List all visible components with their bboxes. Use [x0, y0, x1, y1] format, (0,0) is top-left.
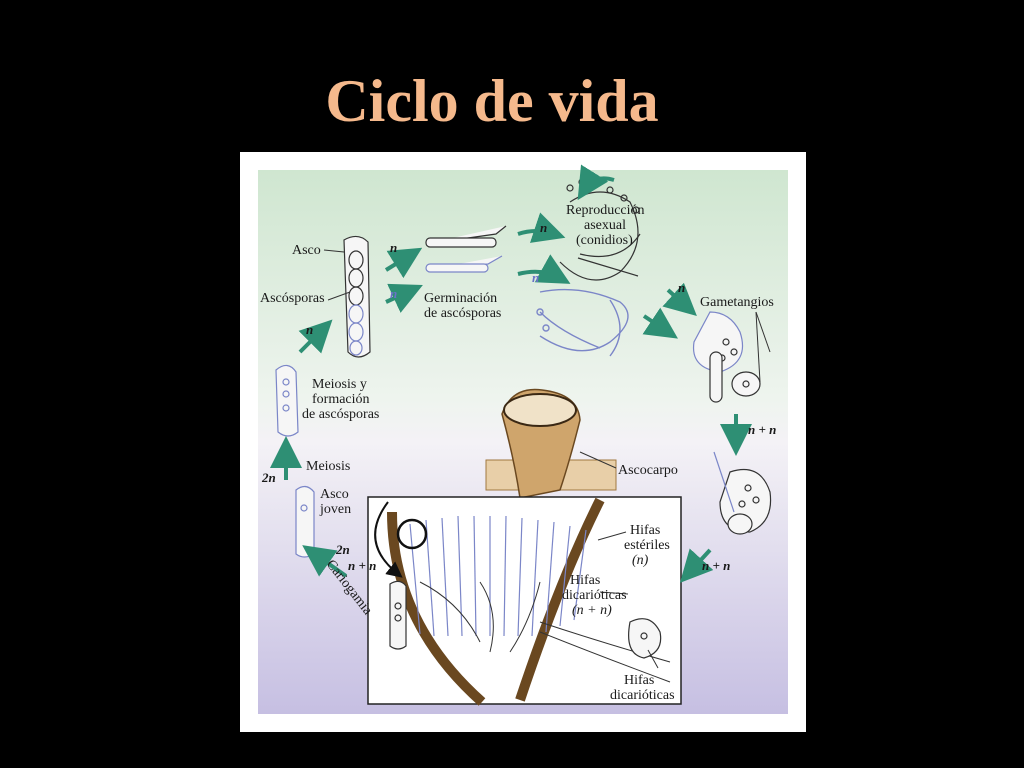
ploidy-n-plus-n-1: n + n	[748, 422, 776, 437]
label-hifas-dicarioticas-2: dicarióticas	[562, 588, 627, 603]
asco-joven-illustration	[295, 485, 315, 558]
ascocarpo-section-box	[367, 496, 682, 706]
label-meiosis-y-1: Meiosis y	[312, 377, 367, 392]
label-reproduccion-1: Reproducción	[566, 203, 645, 218]
germinating-hyphae	[536, 288, 629, 357]
label-hifas-esteriles-2: estériles	[624, 538, 670, 553]
ploidy-n-6: n	[306, 322, 313, 337]
ploidy-2n-2: 2n	[335, 542, 350, 557]
label-hifas-dicarioticas-b2: dicarióticas	[610, 688, 675, 703]
top-hyphae	[425, 225, 507, 273]
label-meiosis: Meiosis	[306, 459, 350, 474]
ploidy-n-2: n	[390, 286, 397, 301]
plasmogamy-illustration	[713, 451, 772, 535]
ploidy-2n-1: 2n	[261, 470, 276, 485]
ploidy-n-plus-n-3: n + n	[348, 558, 376, 573]
asco-illustration	[343, 235, 371, 358]
ploidy-n-4: n	[532, 270, 539, 285]
life-cycle-figure: n n n n n n n + n n + n n + n 2n 2n Asco…	[240, 152, 806, 732]
label-asco-joven-2: joven	[319, 502, 351, 517]
label-hifas-dicarioticas-b1: Hifas	[624, 673, 654, 688]
ploidy-n-5: n	[678, 280, 685, 295]
ploidy-n-1: n	[390, 240, 397, 255]
label-meiosis-y-2: formación	[312, 392, 370, 407]
slide-title: Ciclo de vida	[325, 68, 659, 134]
label-hifas-dicarioticas-3: (n + n)	[572, 603, 612, 618]
label-meiosis-y-3: de ascósporas	[302, 407, 379, 422]
cycle-arrows	[270, 164, 752, 583]
label-hifas-dicarioticas-1: Hifas	[570, 573, 600, 588]
label-hifas-esteriles-1: Hifas	[630, 523, 660, 538]
label-asco: Asco	[292, 243, 321, 258]
label-hifas-esteriles-3: (n)	[632, 553, 649, 568]
label-reproduccion-3: (conidios)	[576, 233, 633, 248]
gametangios-illustration	[692, 311, 761, 403]
ploidy-n-3: n	[540, 220, 547, 235]
ploidy-n-plus-n-2: n + n	[702, 558, 730, 573]
label-germinacion-1: Germinación	[424, 291, 497, 306]
label-germinacion-2: de ascósporas	[424, 306, 501, 321]
ascocarpo-illustration	[485, 388, 617, 499]
label-reproduccion-2: asexual	[584, 218, 626, 233]
label-ascosporas: Ascósporas	[260, 291, 325, 306]
label-ascocarpo: Ascocarpo	[618, 463, 678, 478]
life-cycle-diagram: n n n n n n n + n n + n n + n 2n 2n Asco…	[258, 164, 788, 714]
label-gametangios: Gametangios	[700, 295, 774, 310]
meiosis-asco-illustration	[275, 364, 299, 437]
label-asco-joven-1: Asco	[320, 487, 349, 502]
